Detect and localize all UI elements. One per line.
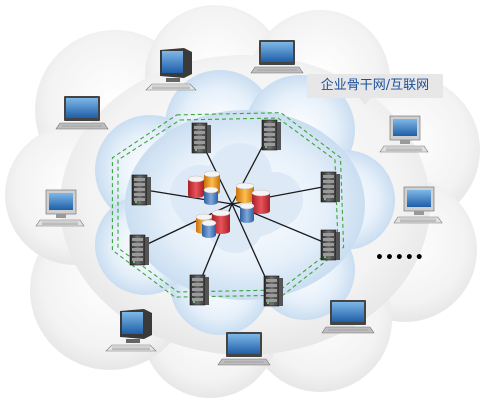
server-tower-icon [263, 275, 283, 307]
server-tower-icon [191, 122, 211, 154]
database-cylinder-icon [201, 219, 217, 238]
laptop-icon [321, 300, 375, 334]
database-cylinder-icon [235, 182, 255, 203]
server-group [129, 119, 340, 307]
laptop-icon [250, 40, 304, 74]
database-cylinder-icon [187, 175, 205, 198]
more-devices-indicator: ••••• [375, 250, 425, 266]
server-tower-icon [261, 119, 281, 151]
client-devices [35, 40, 443, 366]
backbone-callout: 企业骨干网/互联网 [307, 74, 443, 105]
desktop-computer-icon [145, 48, 197, 91]
database-cluster [187, 170, 271, 238]
server-tower-icon [189, 274, 209, 306]
desktop-computer-icon [393, 186, 443, 224]
desktop-computer-icon [379, 115, 429, 153]
desktop-computer-icon [35, 189, 85, 227]
laptop-icon [217, 332, 271, 366]
link-line [231, 203, 272, 291]
laptop-icon [55, 96, 109, 130]
server-tower-icon [320, 171, 340, 203]
server-tower-icon [131, 174, 151, 206]
ring-path [117, 117, 339, 293]
database-cylinder-icon [211, 209, 231, 234]
database-cylinder-icon [251, 189, 271, 214]
desktop-computer-icon [105, 309, 157, 352]
database-cylinder-icon [239, 202, 255, 223]
server-tower-icon [320, 229, 340, 261]
server-tower-icon [129, 234, 149, 266]
database-cylinder-icon [203, 186, 219, 205]
